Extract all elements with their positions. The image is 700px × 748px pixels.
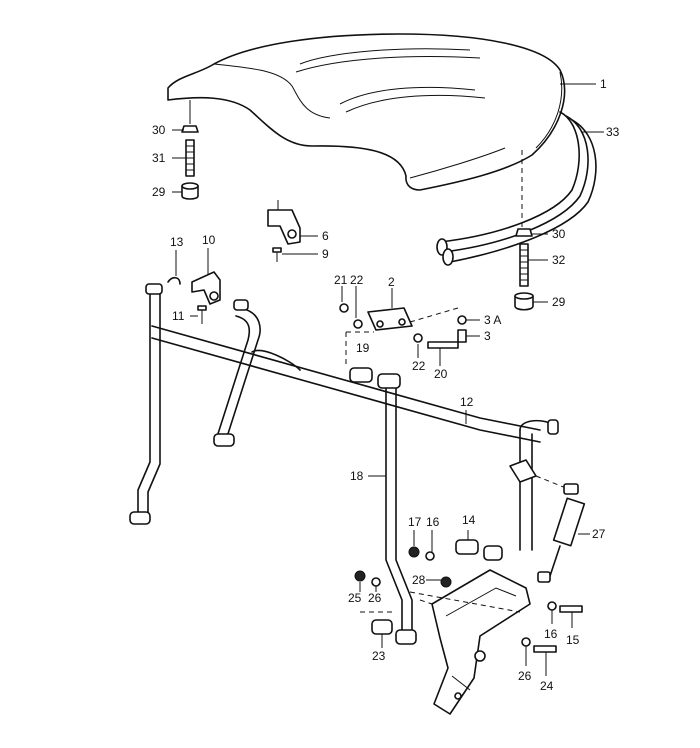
bushing-19 [345,331,374,383]
callout-30-right: 30 [552,227,566,241]
center-link-18 [377,373,417,645]
leader-lines [172,83,604,676]
callout-29-right: 29 [552,295,566,309]
bracket-10 [167,262,221,324]
callout-6: 6 [322,229,329,243]
callout-26-bottom: 26 [518,669,532,683]
callout-14: 14 [462,513,476,527]
left-fastener-set [181,100,199,200]
callout-2: 2 [388,275,395,289]
callout-30-left: 30 [152,123,166,137]
callout-21: 21 [334,273,348,287]
callout-9: 9 [322,247,329,261]
callout-10: 10 [202,233,216,247]
callout-3a: 3 A [484,313,501,327]
callout-labels: 1 33 30 31 29 6 9 10 13 11 30 32 29 21 2… [152,77,620,693]
hardtop-shell [167,33,566,191]
callout-1: 1 [600,77,607,91]
callout-31: 31 [152,151,166,165]
left-frame-link [129,283,261,525]
bracket-6 [267,200,301,262]
callout-26-left: 26 [368,591,382,605]
hardware-lower-right [440,576,583,653]
callout-22-top: 22 [350,273,364,287]
callout-19: 19 [356,341,370,355]
weatherstrip-seal [436,111,597,266]
callout-15: 15 [566,633,580,647]
callout-33: 33 [606,125,620,139]
gas-strut-27 [509,459,586,583]
callout-11: 11 [172,309,185,323]
callout-18: 18 [350,469,364,483]
callout-12: 12 [460,395,474,409]
bushing-14 [408,539,503,561]
callout-28: 28 [412,573,426,587]
callout-16-top: 16 [426,515,440,529]
callout-20: 20 [434,367,448,381]
right-fastener-set [514,228,534,311]
callout-22-bottom: 22 [412,359,426,373]
callout-24: 24 [540,679,554,693]
hinge-base-plate [409,569,531,715]
callout-23: 23 [372,649,386,663]
callout-16-bottom: 16 [544,627,558,641]
frame-bar-12 [151,325,559,551]
callout-32: 32 [552,253,566,267]
callout-13: 13 [170,235,184,249]
callout-27: 27 [592,527,606,541]
callout-17: 17 [408,515,422,529]
hinge-bracket-2 [339,300,467,349]
callout-25: 25 [348,591,362,605]
callout-29-left: 29 [152,185,166,199]
callout-3: 3 [484,329,491,343]
